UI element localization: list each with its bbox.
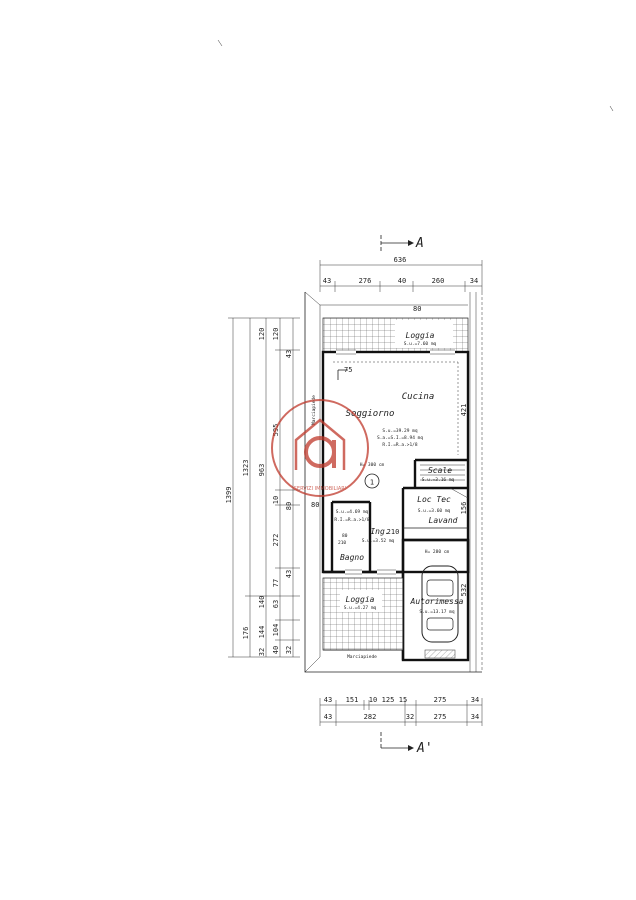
dim-80-top: 80 (413, 305, 421, 313)
loggia-bottom-label: Loggia (346, 595, 375, 604)
dim-75: 75 (344, 366, 352, 374)
dim-left-43a: 43 (285, 350, 293, 358)
dim-left-120a: 120 (258, 328, 266, 341)
section-label-a: A (415, 236, 424, 251)
stairs (420, 464, 469, 499)
loc-tec-area: S.u.=3.60 mq (418, 508, 451, 514)
living-area-1: S.u.=39.29 mq (382, 428, 418, 434)
dim-left-963: 963 (258, 464, 266, 477)
living-height: H= 300 cm (360, 462, 385, 468)
logo-text: SERVIZI IMMOBILIARI (294, 486, 347, 492)
marciapiede-side-label: Marciapiede (311, 395, 317, 425)
dim-top-4: 260 (432, 277, 445, 285)
dim-left-144: 144 (258, 626, 266, 639)
scale-area: S.u.=3.16 mq (422, 477, 455, 483)
dim-bottom1-7: 34 (471, 696, 479, 704)
stray-mark-1 (217, 39, 223, 47)
unit-number: 1 (370, 479, 374, 487)
dim-80-bagno: 80 (342, 533, 348, 539)
bagno-area: S.u.=4.69 mq (336, 509, 369, 515)
dim-bottom1-3: 10 (369, 696, 377, 704)
dim-left-104: 104 (272, 624, 280, 637)
scale-label: Scale (428, 466, 452, 475)
dim-421: 421 (460, 404, 468, 417)
living-area-3: R.I.=R.a.>1/8 (382, 442, 418, 448)
dim-left-120b: 120 (272, 328, 280, 341)
car-icon (421, 565, 459, 643)
loggia-top-area: S.u.=7.60 mq (404, 341, 437, 347)
dim-left-43b: 43 (285, 570, 293, 578)
autorimessa-label: Autorimessa (410, 597, 464, 606)
loggia-bottom-area: S.u.=4.27 mq (344, 605, 377, 611)
dim-left-140: 140 (258, 596, 266, 609)
ing-dim: 210 (387, 528, 400, 536)
dim-left-1399: 1399 (225, 487, 233, 504)
dim-top-total: 636 (394, 256, 407, 264)
loc-tec-label: Loc Tec (417, 495, 451, 504)
living-area-2: S.a.=S.I.=8.94 mq (377, 435, 423, 441)
dim-top-5: 34 (470, 277, 478, 285)
dim-left-1323: 1323 (242, 460, 250, 477)
walls (321, 349, 470, 662)
dim-bottom1-4: 125 (382, 696, 395, 704)
left-dimensions: 1399 1323 176 963 140 144 32 120 120 595… (225, 317, 300, 658)
garage-threshold (424, 649, 456, 659)
section-marker-bottom: A' (380, 732, 433, 756)
dim-532: 532 (460, 584, 468, 597)
dim-bottom2-1: 43 (324, 713, 332, 721)
dim-210-bagno: 210 (338, 540, 346, 546)
bagno-ri: R.I.=R.a.>1/8 (334, 517, 370, 523)
dim-bottom2-5: 34 (471, 713, 479, 721)
dim-top-3: 40 (398, 277, 406, 285)
lavand-label: Lavand (429, 516, 458, 525)
dim-top-1: 43 (323, 277, 331, 285)
room-labels: Soggiorno Cucina S.u.=39.29 mq S.a.=S.I.… (311, 305, 468, 660)
stray-mark-2 (609, 105, 614, 112)
dim-bottom2-3: 32 (406, 713, 414, 721)
dim-156: 156 (460, 502, 468, 515)
section-marker-top: A (380, 235, 424, 252)
ing-area: S.u.=3.52 mq (362, 538, 395, 544)
section-label-a-prime: A' (416, 741, 433, 756)
agency-logo-watermark: SERVIZI IMMOBILIARI (271, 399, 369, 497)
dim-left-63: 63 (272, 600, 280, 608)
dim-left-176: 176 (242, 627, 250, 640)
dim-left-77: 77 (272, 579, 280, 587)
dim-bottom1-6: 275 (434, 696, 447, 704)
top-dimensions: 636 43 276 40 260 34 (319, 256, 483, 292)
loggia-top: Loggia S.u.=7.60 mq (322, 317, 469, 353)
bottom-dimensions: 43 151 10 125 15 275 34 43 282 32 275 34 (319, 696, 483, 726)
loggia-bottom: Loggia S.u.=4.27 mq (322, 577, 404, 651)
dim-bottom2-2: 282 (364, 713, 377, 721)
loggia-top-label: Loggia (406, 331, 435, 340)
garage-height: H= 280 cm (425, 549, 450, 555)
dim-left-40: 40 (272, 646, 280, 654)
bagno-label: Bagno (340, 553, 364, 562)
dim-bottom2-4: 275 (434, 713, 447, 721)
autorimessa-area: S.u.=13.17 mq (419, 609, 455, 615)
dim-left-80: 80 (285, 502, 293, 510)
building-outline (304, 291, 483, 673)
ing-label: Ing. (370, 527, 389, 536)
marciapiede-bottom-label: Marciapiede (347, 654, 377, 660)
dim-80-left: 80 (311, 501, 319, 509)
dim-top-2: 276 (359, 277, 372, 285)
soggiorno-label: Soggiorno (346, 409, 395, 419)
unit-marker: 1 (364, 473, 380, 489)
dim-left-32a: 32 (258, 648, 266, 656)
dim-left-272: 272 (272, 534, 280, 547)
dim-left-10: 10 (272, 496, 280, 504)
dim-left-32b: 32 (285, 646, 293, 654)
dim-bottom1-5: 15 (399, 696, 407, 704)
dim-bottom1-2: 151 (346, 696, 359, 704)
dim-bottom1-1: 43 (324, 696, 332, 704)
cucina-label: Cucina (402, 392, 435, 402)
